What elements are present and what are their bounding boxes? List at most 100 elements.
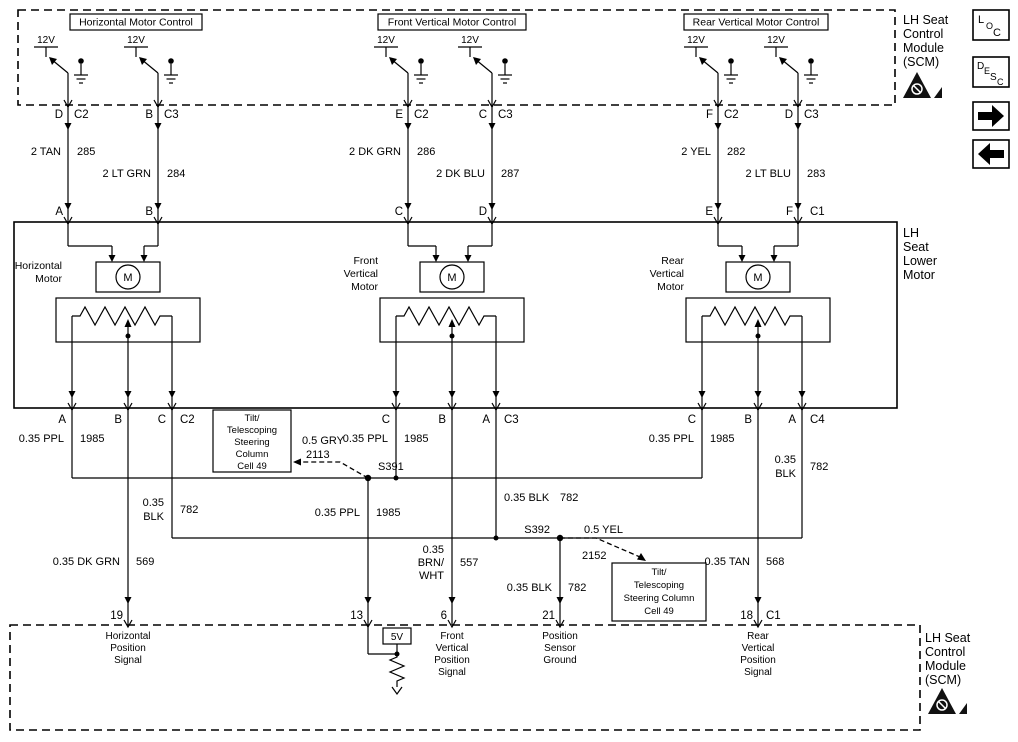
ref-box-line: Cell 49 bbox=[644, 606, 674, 617]
pin-number: 19 bbox=[110, 610, 123, 622]
pin-function-line: Position bbox=[110, 643, 146, 654]
pin-connector: C1 bbox=[766, 610, 781, 622]
pin-number: 13 bbox=[350, 610, 363, 622]
wire-color-label: 2 LT GRN bbox=[103, 168, 152, 180]
pin-letter: E bbox=[705, 206, 713, 218]
pin-letter: B bbox=[744, 414, 752, 426]
desc-letter: S bbox=[990, 72, 997, 83]
module-label-line: LH Seat bbox=[925, 631, 971, 645]
nav-prev-button[interactable] bbox=[972, 139, 1010, 169]
pin-letter: C bbox=[395, 206, 403, 218]
tilt-ref-box-1 bbox=[212, 409, 292, 473]
motor-name-line: Motor bbox=[351, 281, 378, 293]
wire-circuit-number: 569 bbox=[136, 556, 154, 568]
wire-size-label: 0.35 bbox=[775, 454, 796, 466]
wire-color-label: 0.5 YEL bbox=[584, 524, 623, 536]
lower-wire-runs bbox=[71, 408, 803, 625]
wire-circuit-number: 1985 bbox=[404, 433, 428, 445]
pin-letter: B bbox=[114, 414, 122, 426]
esd-warning-icon bbox=[902, 71, 943, 99]
upper-wire-runs bbox=[64, 105, 802, 222]
driver-switch-unit bbox=[457, 34, 513, 106]
wire-color-label: 2 DK GRN bbox=[349, 146, 401, 158]
wire-circuit-number: 557 bbox=[460, 557, 478, 569]
pin-letter: D bbox=[785, 109, 793, 121]
wire-color-label: 0.35 PPL bbox=[315, 507, 360, 519]
motor-name-line: Motor bbox=[657, 281, 684, 293]
control-title: Front Vertical Motor Control bbox=[388, 17, 516, 29]
driver-switch-unit bbox=[683, 34, 739, 106]
pin-connector: C2 bbox=[724, 109, 739, 121]
pin-function-line: Rear bbox=[747, 631, 769, 642]
motor-horizontal bbox=[55, 245, 201, 411]
pin-connector: C3 bbox=[498, 109, 513, 121]
wire-color-label: 0.35 PPL bbox=[19, 433, 64, 445]
motor-name-line: Vertical bbox=[344, 268, 378, 280]
motor-name-line: Front bbox=[353, 255, 378, 267]
pin-function-line: Sensor bbox=[544, 643, 576, 654]
wire-color-label: WHT bbox=[419, 570, 444, 582]
ref-box-line: Tilt/ bbox=[652, 567, 667, 578]
pin-connector: C4 bbox=[810, 414, 825, 426]
nav-desc-button[interactable]: D E S C bbox=[972, 56, 1010, 88]
control-title-horizontal: Horizontal Motor Control bbox=[69, 13, 203, 31]
motor-box-bottom-pin-labels: A B C C2 C B A C3 C B A C4 bbox=[58, 414, 825, 426]
offpage-ref-gry: Tilt/ Telescoping Steering Column Cell 4… bbox=[212, 409, 369, 479]
lower-wire-labels: 0.35 PPL 1985 0.35 PPL 1985 0.35 PPL 198… bbox=[19, 433, 829, 594]
module-label-line: Seat bbox=[903, 240, 929, 254]
wire-circuit-number: 782 bbox=[560, 492, 578, 504]
wire-color-label: 0.35 BLK bbox=[507, 582, 553, 594]
nav-next-button[interactable] bbox=[972, 101, 1010, 131]
driver-switch-unit bbox=[763, 34, 819, 106]
pin-letter: C bbox=[158, 414, 166, 426]
pin-letter: B bbox=[145, 109, 153, 121]
module-label-line: LH bbox=[903, 226, 919, 240]
wire-color-label: BLK bbox=[775, 468, 796, 480]
pin-connector: C1 bbox=[810, 206, 825, 218]
wire-circuit-number: 782 bbox=[568, 582, 586, 594]
pin-function-line: Position bbox=[740, 655, 776, 666]
pin-letter: F bbox=[786, 206, 793, 218]
wire-color-label: 0.35 TAN bbox=[705, 556, 751, 568]
scm-bottom-box: 19 13 6 21 18 C1 5V Horizontal Position … bbox=[9, 610, 921, 731]
wire-color-label: 0.35 PPL bbox=[649, 433, 694, 445]
pin-connector: C2 bbox=[74, 109, 89, 121]
control-title-rear-vertical: Rear Vertical Motor Control bbox=[683, 13, 829, 31]
control-title: Rear Vertical Motor Control bbox=[693, 17, 820, 29]
left-arrow-icon bbox=[978, 143, 1004, 165]
desc-letter: D bbox=[977, 61, 984, 72]
pin-letter: A bbox=[482, 414, 490, 426]
control-title-front-vertical: Front Vertical Motor Control bbox=[377, 13, 527, 31]
pin-letter: E bbox=[395, 109, 403, 121]
pin-connector: C3 bbox=[164, 109, 179, 121]
pin-function-line: Horizontal bbox=[105, 631, 150, 642]
module-label-line: (SCM) bbox=[903, 55, 939, 69]
tilt-ref-box-2 bbox=[611, 562, 707, 622]
pin-number: 18 bbox=[740, 610, 753, 622]
wire-circuit-number: 285 bbox=[77, 146, 95, 158]
pin-letter: B bbox=[145, 206, 153, 218]
upper-wire-labels: 2 TAN 285 2 LT GRN 284 2 DK GRN 286 2 DK… bbox=[31, 146, 826, 180]
wire-color-label: 0.5 GRY bbox=[302, 435, 345, 447]
module-label-line: Motor bbox=[903, 268, 935, 282]
pin-number: 21 bbox=[542, 610, 555, 622]
esd-warning-icon bbox=[927, 687, 968, 715]
wire-circuit-number: 1985 bbox=[80, 433, 104, 445]
offpage-ref-yel: Tilt/ Telescoping Steering Column Cell 4… bbox=[560, 524, 707, 622]
pin-function-line: Ground bbox=[543, 655, 576, 666]
scm-top-box: Horizontal Motor Control Front Vertical … bbox=[17, 9, 896, 108]
pin-connector: C2 bbox=[414, 109, 429, 121]
ref-box-line: Cell 49 bbox=[237, 461, 267, 472]
wire-circuit-number: 282 bbox=[727, 146, 745, 158]
pin-letter: C bbox=[382, 414, 390, 426]
nav-loc-button[interactable]: L O C bbox=[972, 9, 1010, 41]
pin-letter: F bbox=[706, 109, 713, 121]
ref-5v-label: 5V bbox=[391, 632, 404, 643]
motor-name-line: Rear bbox=[661, 255, 684, 267]
pin-letter: A bbox=[55, 206, 63, 218]
wire-color-label: 2 LT BLU bbox=[746, 168, 792, 180]
pin-letter: C bbox=[479, 109, 487, 121]
scm-top-label: LH Seat Control Module (SCM) bbox=[902, 13, 949, 99]
ref-box-line: Tilt/ bbox=[245, 413, 260, 424]
